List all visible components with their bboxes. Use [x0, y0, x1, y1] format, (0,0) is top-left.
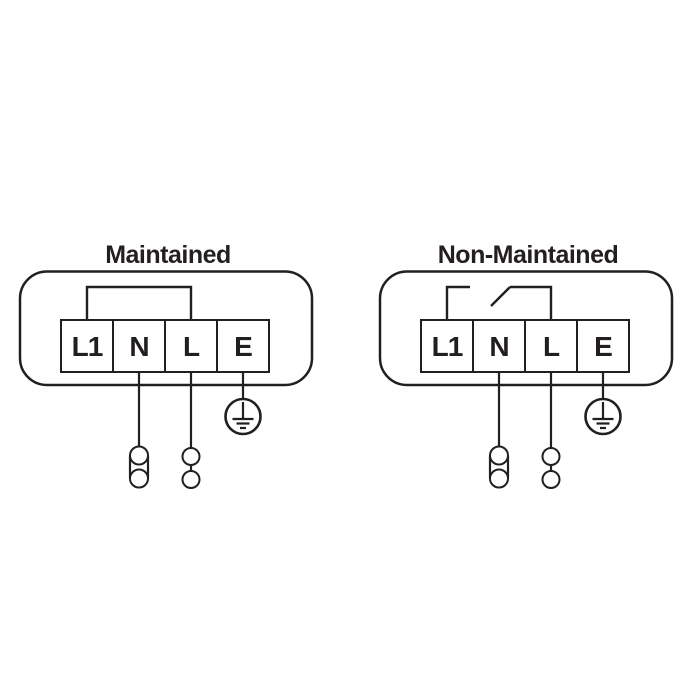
terminal-block: L1 N L E	[420, 319, 630, 373]
terminal-cell-e	[576, 319, 630, 373]
terminal-label-l1: L1	[432, 331, 463, 362]
switch-link-wire	[445, 285, 553, 321]
protective-earth-icon	[584, 397, 622, 436]
two-circle-connector-icon	[181, 447, 201, 489]
two-circle-capsule-connector-icon	[128, 445, 150, 489]
luminaire-enclosure-outline	[378, 270, 674, 387]
luminaire-enclosure-outline	[18, 270, 314, 387]
terminal-label-n: N	[489, 331, 508, 362]
terminal-cell-l1	[60, 319, 114, 373]
terminal-cell-l	[524, 319, 578, 373]
maintained-title: Maintained	[105, 241, 231, 269]
maintained-wiring-diagram: Maintained L1 N L E	[18, 241, 314, 489]
terminal-cell-e	[216, 319, 270, 373]
protective-earth-icon	[224, 397, 262, 436]
terminal-label-l: L	[543, 331, 560, 362]
permanent-link-wire	[85, 285, 193, 321]
terminal-label-l1: L1	[72, 331, 103, 362]
terminal-block: L1 N L E	[60, 319, 270, 373]
non-maintained-title: Non-Maintained	[438, 241, 619, 269]
terminal-label-n: N	[129, 331, 148, 362]
non-maintained-wiring-diagram: Non-Maintained L1 N L E	[378, 241, 674, 489]
terminal-label-e: E	[234, 331, 252, 362]
terminal-cell-l1	[420, 319, 474, 373]
two-circle-capsule-connector-icon	[488, 445, 510, 489]
two-circle-connector-icon	[541, 447, 561, 489]
terminal-label-e: E	[594, 331, 612, 362]
terminal-label-l: L	[183, 331, 200, 362]
switch-blade	[490, 286, 511, 307]
